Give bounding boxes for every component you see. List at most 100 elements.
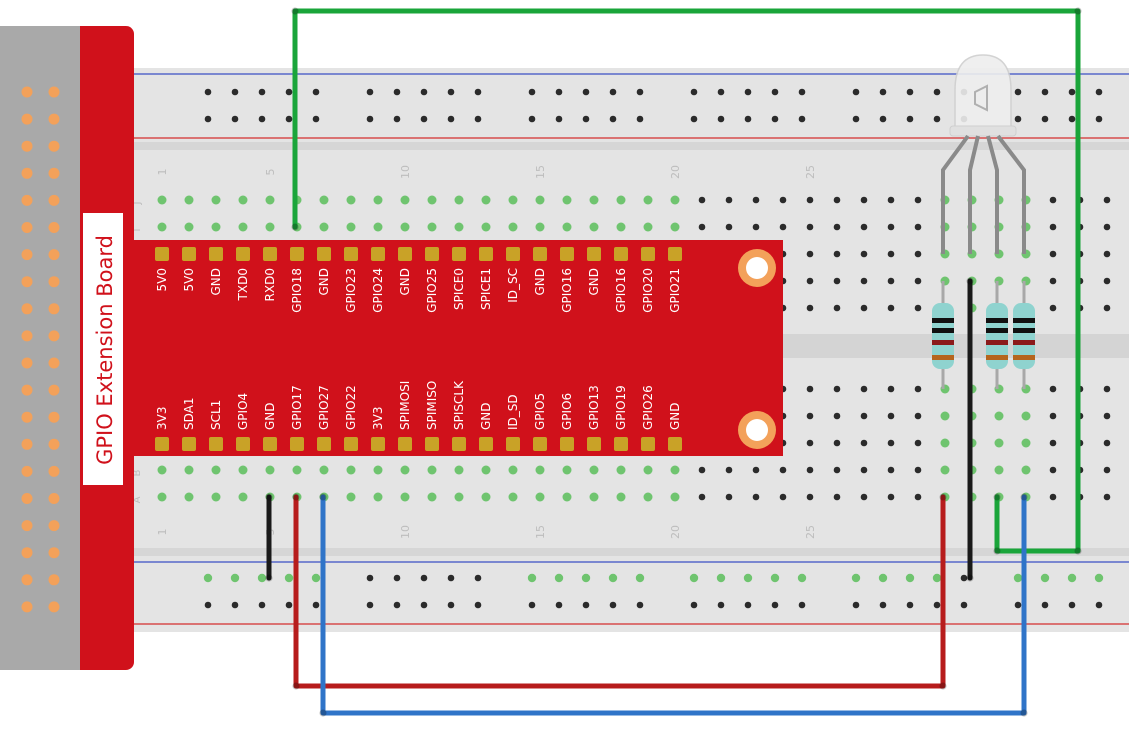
- pin-pad: [155, 247, 169, 261]
- grid-hole-active: [400, 492, 410, 502]
- pin-pad: [641, 247, 655, 261]
- pin-label-top: GPIO23: [344, 268, 358, 313]
- grid-hole: [1103, 196, 1111, 204]
- rail-hole: [906, 601, 914, 609]
- grid-hole: [860, 412, 868, 420]
- grid-hole-active: [535, 492, 545, 502]
- pin-pad: [560, 437, 574, 451]
- grid-hole: [887, 223, 895, 231]
- grid-hole-active: [265, 465, 275, 475]
- led-die: [974, 84, 988, 112]
- grid-hole-active: [184, 222, 194, 232]
- grid-hole: [914, 277, 922, 285]
- rail-hole: [690, 115, 698, 123]
- column-number: 10: [399, 165, 412, 179]
- components: [932, 54, 1035, 389]
- rail-hole-active: [1094, 573, 1104, 583]
- grid-hole: [806, 223, 814, 231]
- pin-label-bottom: GPIO26: [641, 385, 655, 430]
- grid-hole: [914, 223, 922, 231]
- resistor: [986, 281, 1008, 389]
- header-pin: [21, 113, 33, 125]
- header-pin: [48, 438, 60, 450]
- grid-hole: [1049, 250, 1057, 258]
- grid-hole-active: [589, 222, 599, 232]
- column-number: 15: [534, 165, 547, 179]
- header-pin: [48, 601, 60, 613]
- pin-label-bottom: 3V3: [371, 407, 385, 430]
- header-pin: [48, 194, 60, 206]
- grid-hole-active: [319, 195, 329, 205]
- rail-hole: [1014, 115, 1022, 123]
- grid-hole: [1049, 304, 1057, 312]
- column-number: 5: [264, 169, 277, 176]
- header-pin: [21, 574, 33, 586]
- grid-hole-active: [508, 222, 518, 232]
- resistor: [1013, 281, 1035, 389]
- grid-hole-active: [508, 492, 518, 502]
- rail-hole: [798, 601, 806, 609]
- mounting-hole-center: [746, 419, 768, 441]
- pin-label-bottom: SDA1: [182, 398, 196, 431]
- header-pin: [48, 140, 60, 152]
- pin-label-top: GPIO25: [425, 268, 439, 313]
- grid-hole: [806, 493, 814, 501]
- grid-hole-active: [670, 222, 680, 232]
- grid-hole: [698, 466, 706, 474]
- grid-hole: [752, 223, 760, 231]
- breadboard-groove: [130, 548, 1129, 556]
- rail-hole: [312, 88, 320, 96]
- rail-hole: [960, 601, 968, 609]
- grid-hole: [860, 439, 868, 447]
- grid-hole-active: [157, 492, 167, 502]
- grid-hole-active: [616, 492, 626, 502]
- rail-hole: [771, 601, 779, 609]
- pin-pad: [479, 247, 493, 261]
- grid-hole: [1049, 196, 1057, 204]
- grid-hole-active: [481, 465, 491, 475]
- rail-hole: [744, 88, 752, 96]
- grid-hole-active: [589, 465, 599, 475]
- rail-hole: [933, 601, 941, 609]
- rail-hole: [906, 115, 914, 123]
- header-pin: [48, 276, 60, 288]
- grid-hole: [860, 196, 868, 204]
- rail-hole-active: [1013, 573, 1023, 583]
- grid-hole-active: [427, 492, 437, 502]
- rail-hole: [204, 115, 212, 123]
- grid-hole-active: [292, 465, 302, 475]
- column-number: 1: [156, 529, 169, 536]
- grid-hole-active: [184, 195, 194, 205]
- resistor-band: [986, 328, 1008, 333]
- rail-hole: [555, 115, 563, 123]
- rail-hole: [717, 115, 725, 123]
- grid-hole-active: [670, 465, 680, 475]
- rail-hole: [231, 115, 239, 123]
- grid-hole: [860, 493, 868, 501]
- grid-hole: [833, 277, 841, 285]
- grid-hole-active: [238, 195, 248, 205]
- grid-hole: [833, 412, 841, 420]
- grid-hole-active: [211, 492, 221, 502]
- grid-hole-active: [265, 195, 275, 205]
- pin-label-bottom: GPIO4: [236, 393, 250, 430]
- grid-hole: [914, 466, 922, 474]
- row-letter: J: [132, 202, 143, 206]
- grid-hole: [752, 196, 760, 204]
- grid-hole: [833, 196, 841, 204]
- breadboard-groove: [130, 142, 1129, 150]
- header-pin: [21, 384, 33, 396]
- led-rim: [949, 125, 1017, 137]
- grid-hole: [860, 277, 868, 285]
- rail-hole: [852, 115, 860, 123]
- grid-hole-active: [643, 492, 653, 502]
- pin-label-top: TXD0: [236, 268, 250, 301]
- pin-pad: [371, 437, 385, 451]
- grid-hole-active: [670, 492, 680, 502]
- rail-hole: [960, 574, 968, 582]
- grid-hole-active: [346, 195, 356, 205]
- resistor-band: [986, 340, 1008, 345]
- pin-label-top: GPIO16: [614, 268, 628, 313]
